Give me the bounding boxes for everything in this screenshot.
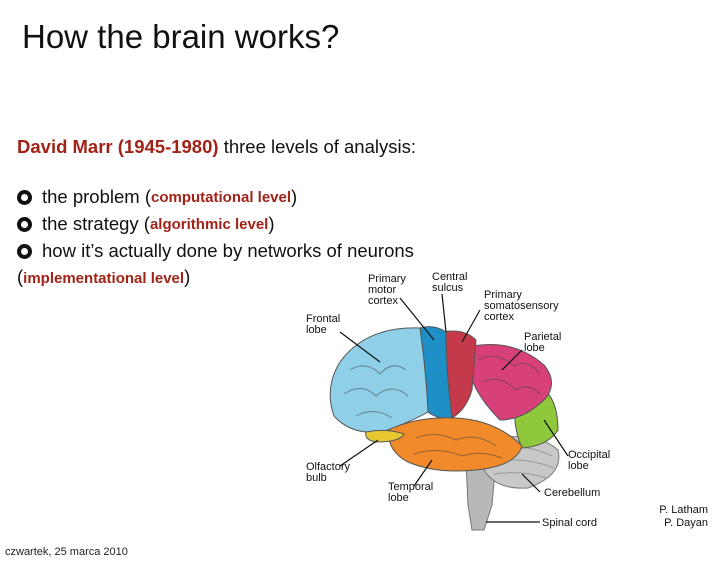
- marr-name: David Marr (1945-1980): [17, 136, 219, 157]
- slide-title: How the brain works?: [22, 18, 340, 55]
- frontal-region: [329, 327, 429, 433]
- bullet-term: algorithmic level: [149, 215, 269, 233]
- temporal-region: [387, 417, 523, 472]
- bullet-computational: the problem (computational level): [17, 186, 297, 208]
- credit-dayan: P. Dayan: [664, 517, 708, 529]
- bullet-text-end: ): [268, 213, 275, 234]
- bullet-text: how it’s actually done by networks of ne…: [42, 240, 414, 261]
- bullet-circle-icon: [17, 243, 32, 259]
- bullet-text: the strategy (: [42, 213, 150, 234]
- bullet-continuation: (implementational level): [17, 266, 190, 288]
- footer-date: czwartek, 25 marca 2010: [5, 546, 128, 558]
- bullet-term: computational level: [151, 188, 292, 206]
- intro-text: three levels of analysis:: [218, 136, 416, 157]
- label-cerebellum: Cerebellum: [544, 487, 600, 499]
- bullet-circle-icon: [17, 189, 32, 205]
- bullet-circle-icon: [17, 216, 32, 232]
- parietal-region: [463, 343, 552, 421]
- cont-open: (: [17, 266, 24, 287]
- bullet-algorithmic: the strategy (algorithmic level): [17, 213, 275, 235]
- bullet-text-end: ): [291, 186, 298, 207]
- bullet-text: the problem (: [42, 186, 151, 207]
- bullet-implementational: how it’s actually done by networks of ne…: [17, 240, 414, 262]
- label-spinal-cord: Spinal cord: [542, 517, 597, 529]
- cont-term: implementational level: [23, 270, 185, 287]
- credit-latham: P. Latham: [659, 504, 708, 516]
- cont-close: ): [184, 266, 191, 287]
- olfactory-region: [365, 429, 405, 443]
- intro-line: David Marr (1945-1980) three levels of a…: [17, 136, 416, 158]
